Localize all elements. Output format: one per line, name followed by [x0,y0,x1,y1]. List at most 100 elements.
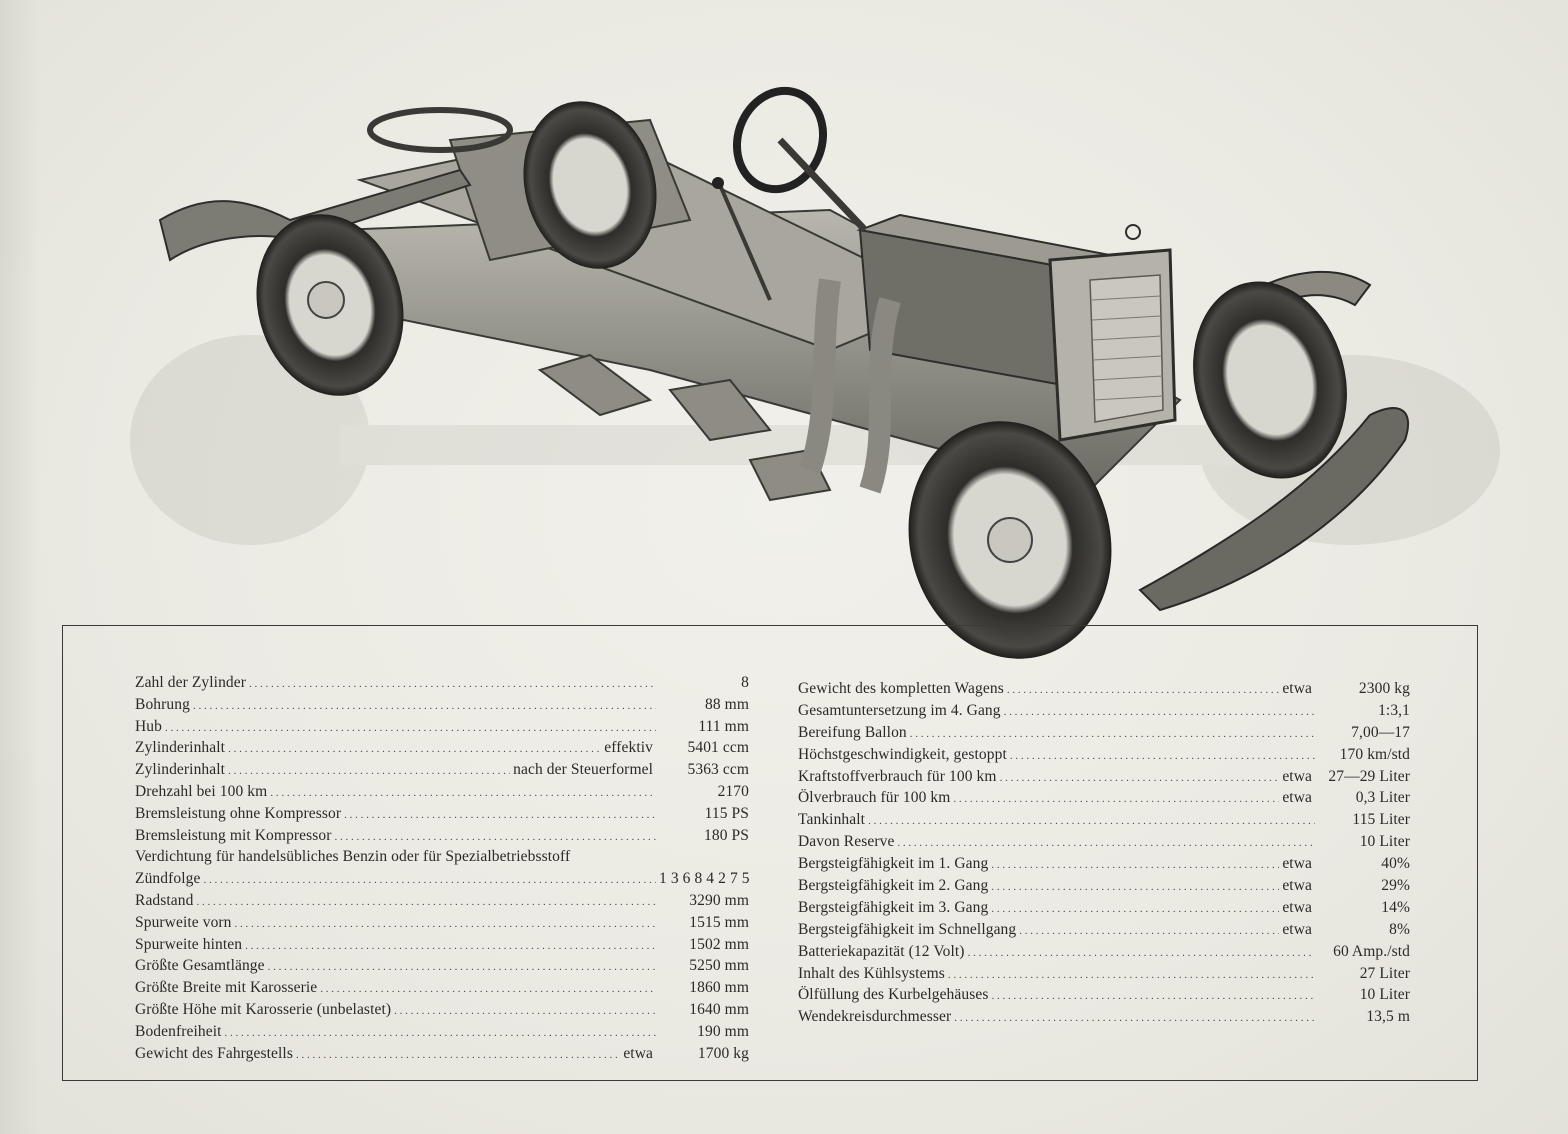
spec-row: Spurweite vorn1515 mm [135,912,749,934]
spec-value: 8 [741,674,749,691]
dot-leader [991,898,1279,921]
spec-value: 1 3 6 8 4 2 7 5 [659,870,750,888]
spec-value: 1502 mm [689,935,749,953]
spec-label: Batteriekapazität (12 Volt) [798,942,965,960]
dot-leader [1004,701,1315,724]
spec-value: 1860 mm [689,979,749,997]
spec-label: Davon Reserve [798,833,895,851]
spec-value: 8% [1389,920,1410,938]
spec-row: Tankinhalt 115 Liter [798,809,1410,831]
spec-label: Bodenfreiheit [135,1022,222,1040]
spec-value: 10 Liter [1359,833,1410,851]
dot-leader [868,810,1315,833]
dot-leader [268,956,656,979]
spec-label: Tankinhalt [798,811,866,829]
spec-label: Kraftstoffverbrauch für 100 km [798,767,997,785]
spec-column-right: Gewicht des kompletten Wagensetwa2300 kg… [798,678,1410,1028]
spec-value: 29% [1381,877,1410,895]
spec-row: Verdichtung für handelsübliches Benzin o… [135,846,749,868]
spec-value: 190 mm [697,1022,749,1040]
spec-label: Größte Gesamtlänge [135,957,265,975]
spec-value: 60 Amp./std [1333,942,1410,960]
spec-row: Bergsteigfähigkeit im 2. Gangetwa29% [798,875,1410,897]
dot-leader [165,717,656,740]
spec-row: Radstand 3290 mm [135,890,749,912]
front-left-wheel [908,421,1112,659]
spec-label: Wendekreisdurchmesser [798,1008,952,1026]
spec-qualifier: etwa [1282,767,1312,785]
spec-label: Bremsleistung ohne Kompressor [135,804,342,822]
spec-label: Ölfüllung des Kurbelgehäuses [798,986,989,1004]
spec-row: Zündfolge1 3 6 8 4 2 7 5 [135,868,750,892]
dot-leader [1019,920,1279,943]
dot-leader [197,891,657,914]
spec-qualifier: nach der Steuerformel [513,761,653,779]
spec-label: Höchstgeschwindigkeit, gestoppt [798,745,1007,763]
spec-label: Bergsteigfähigkeit im 3. Gang [798,898,989,916]
spec-value: 115 Liter [1352,811,1410,829]
spec-row: Höchstgeschwindigkeit, gestoppt 170 km/st… [798,744,1410,766]
spec-row: Bremsleistung ohne Kompressor 115 PS [135,803,749,825]
radiator [1048,224,1177,442]
spec-label: Größte Höhe mit Karosserie (unbelastet) [135,1000,392,1018]
spec-row: Zahl der Zylinder8 [135,672,749,694]
dot-leader [1000,767,1280,790]
spec-row: Ölfüllung des Kurbelgehäuses10 Liter [798,984,1410,1006]
steering-wheel [712,86,868,301]
spec-label: Hub [135,717,162,735]
spec-value: 180 PS [704,826,749,844]
spec-row: Zylinderinhaltnach der Steuerformel5363 … [135,759,749,781]
dot-leader [335,826,656,849]
spec-label: Größte Breite mit Karosserie [135,979,318,997]
dot-leader [228,760,510,783]
spec-row: Größte Gesamtlänge 5250 mm [135,955,749,977]
dot-leader [193,695,656,718]
spec-row: Ölverbrauch für 100 kmetwa0,3 Liter [798,787,1410,809]
spec-row: Hub111 mm [135,716,749,738]
dot-leader [394,1000,656,1023]
spec-value: 7,00—17 [1351,723,1410,741]
dot-leader [1007,679,1279,702]
dot-leader [1010,745,1315,768]
spec-value: 40% [1381,855,1410,873]
spec-label: Bremsleistung mit Kompressor [135,826,332,844]
dot-leader [954,1007,1315,1030]
spec-value: 27—29 Liter [1328,767,1410,785]
spec-label: Bergsteigfähigkeit im Schnellgang [798,920,1017,938]
spec-row: Bergsteigfähigkeit im Schnellgang etwa 8% [798,919,1410,941]
dot-leader [203,869,656,892]
spec-value: 115 PS [704,804,749,822]
spec-value: 1640 mm [689,1000,749,1018]
spec-label: Bohrung [135,695,190,713]
dot-leader [249,673,656,696]
spec-row: Größte Breite mit Karosserie 1860 mm [135,977,749,999]
spec-value: 5250 mm [689,957,749,975]
front-right-wheel [1193,281,1347,479]
spec-label: Ölverbrauch für 100 km [798,789,951,807]
spec-qualifier: etwa [1282,898,1312,916]
spec-qualifier: etwa [623,1044,653,1062]
spec-qualifier: etwa [1282,920,1312,938]
spec-value: 170 km/std [1339,745,1410,763]
rear-right-wheel [523,101,657,269]
dot-leader [320,978,656,1001]
spec-label: Gesamtuntersetzung im 4. Gang [798,701,1001,719]
spec-label: Drehzahl bei 100 km [135,782,268,800]
front-bumper [1138,407,1410,612]
spec-value: 3290 mm [689,891,749,909]
spec-value: 2300 kg [1358,680,1410,697]
spec-value: 13,5 m [1366,1008,1410,1026]
spec-value: 2170 [717,782,749,800]
spec-label: Radstand [135,891,194,909]
spec-label: Zylinderinhalt [135,761,226,779]
dot-leader [991,876,1279,899]
spec-row: Bohrung88 mm [135,694,749,716]
dot-leader [991,985,1315,1008]
spec-row: Bodenfreiheit 190 mm [135,1021,749,1043]
spec-row: Gewicht des Fahrgestellsetwa1700 kg [135,1043,749,1065]
spec-qualifier: etwa [1282,680,1312,697]
spec-row: Inhalt des Kühlsystems27 Liter [798,963,1410,985]
rear-left-wheel [256,214,404,396]
dot-leader [228,738,601,761]
